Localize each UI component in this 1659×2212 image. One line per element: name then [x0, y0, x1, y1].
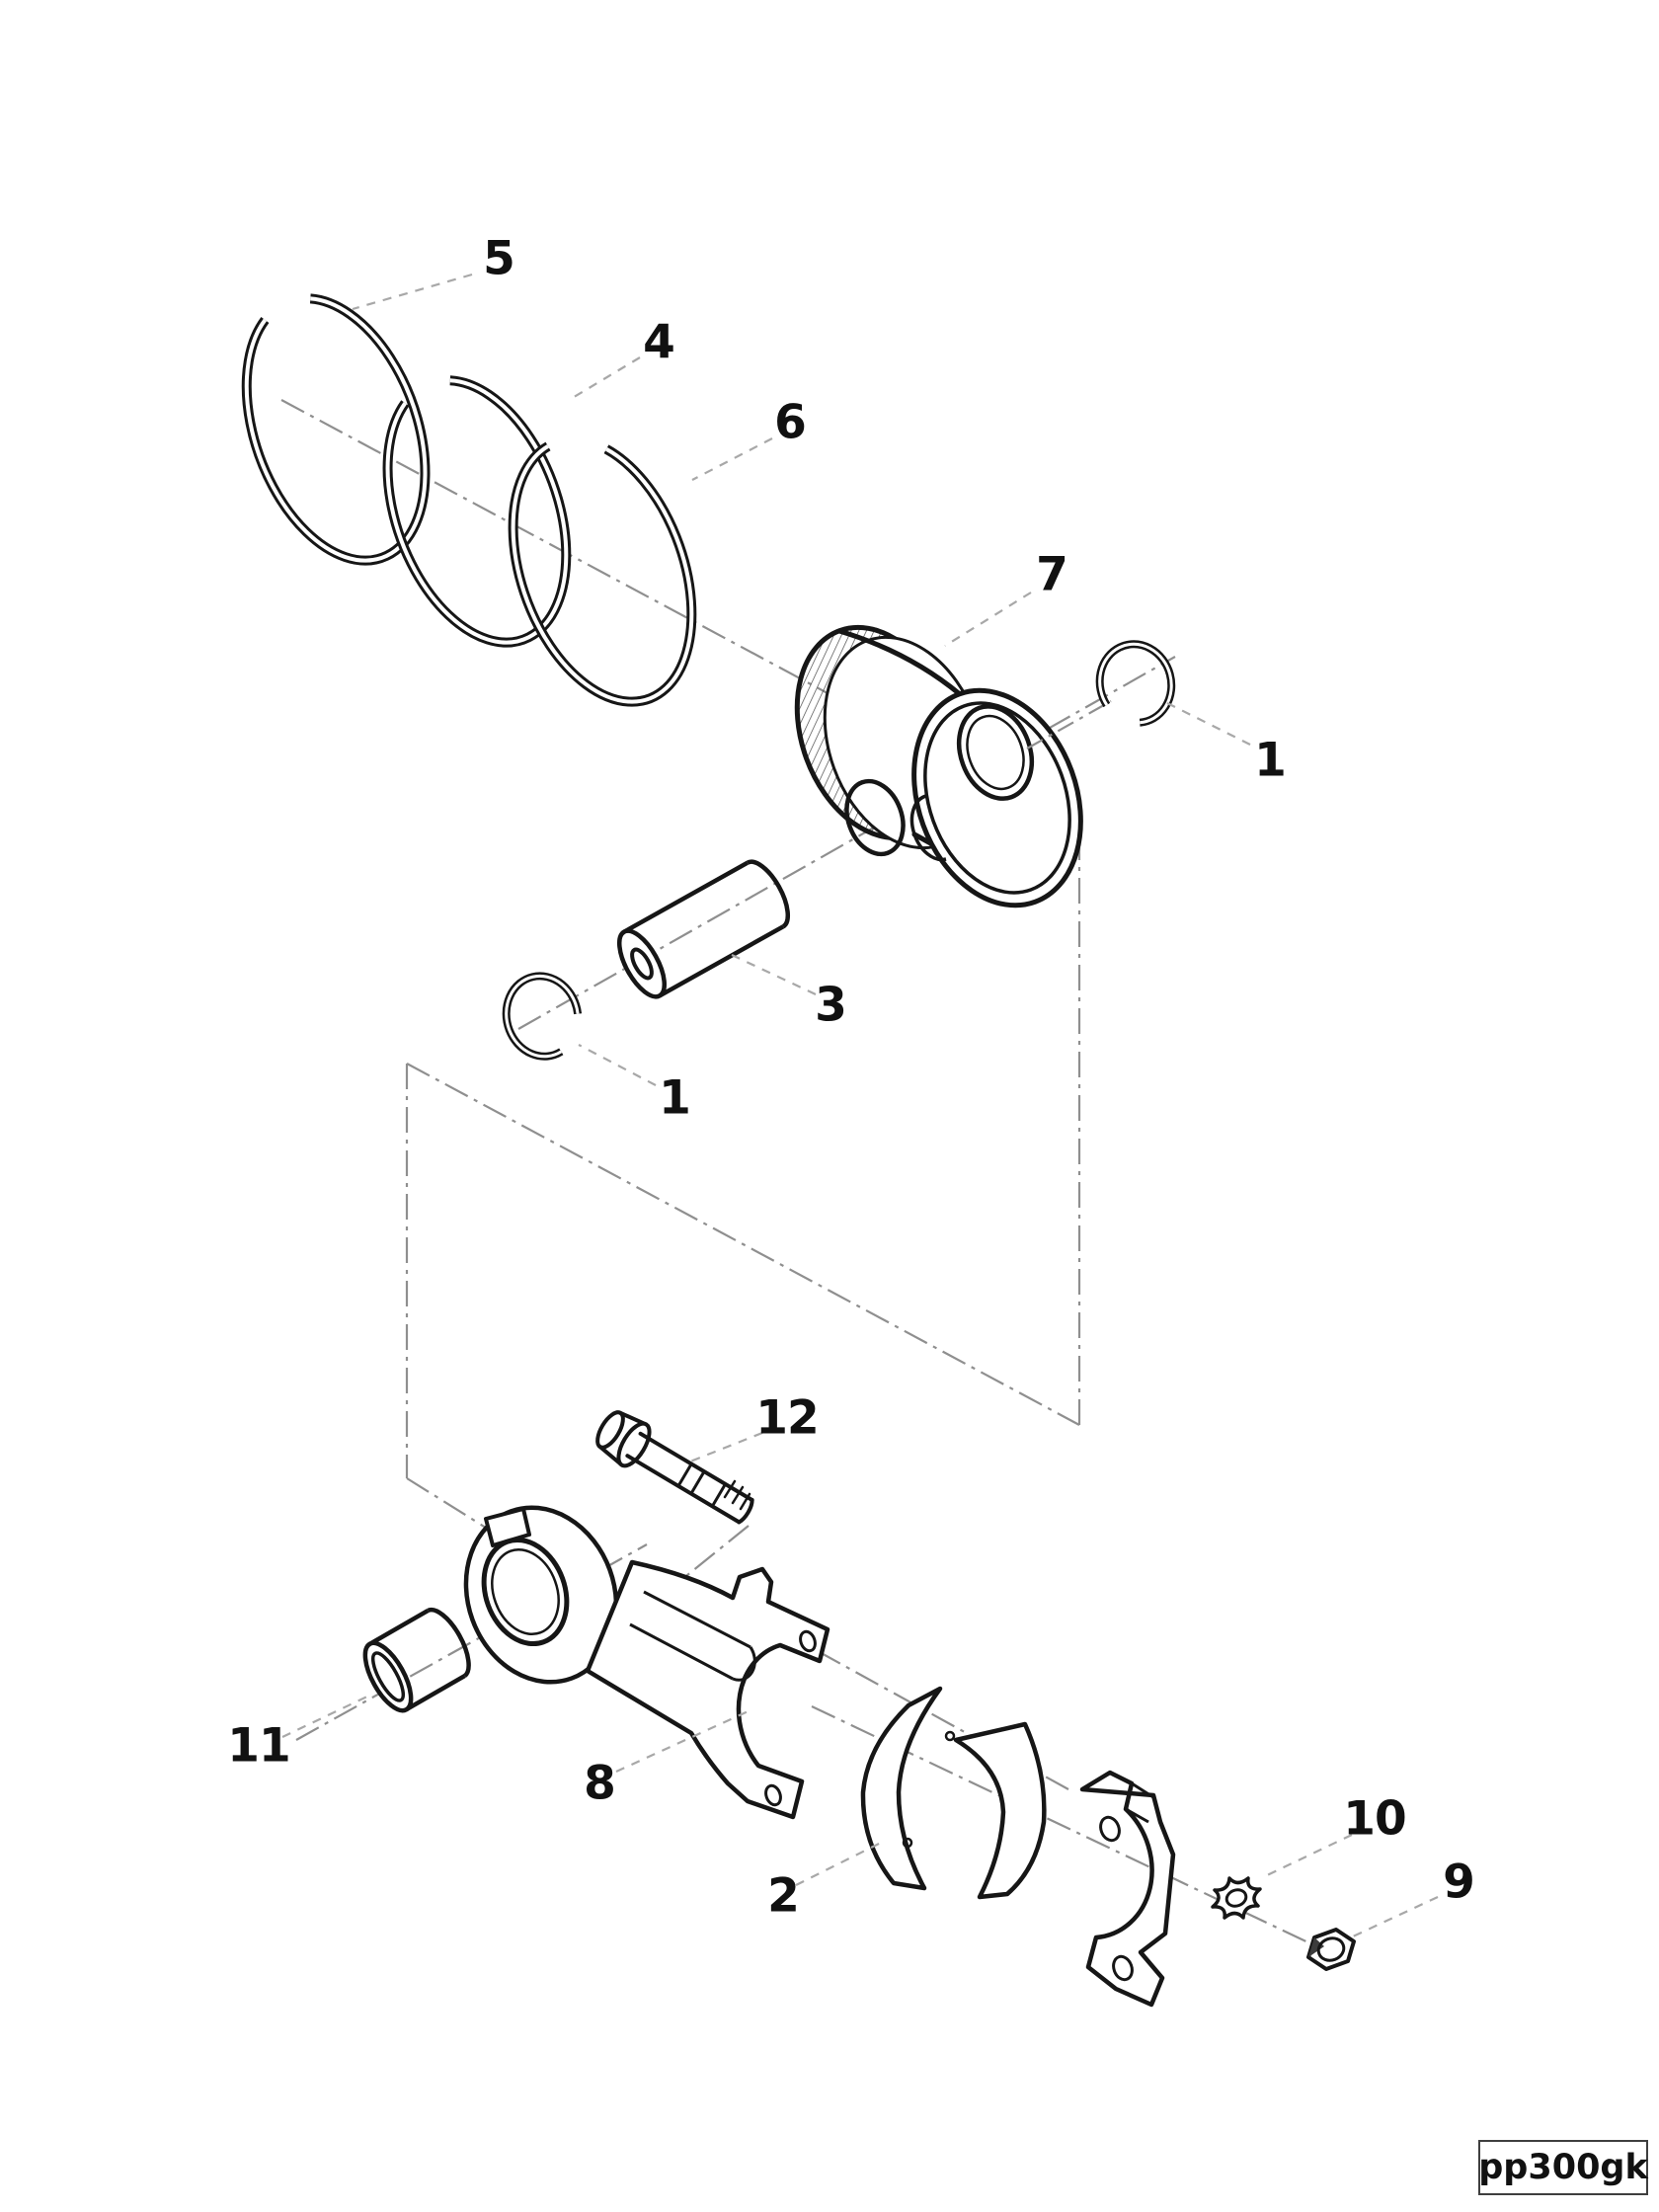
- leader-8: [615, 1707, 753, 1774]
- cap-edge-seams: [1125, 1781, 1166, 1953]
- shell-lug-right: [944, 1730, 956, 1742]
- piston-pin-bore-outer: [956, 704, 1035, 801]
- callout-6: 6: [774, 395, 807, 450]
- snap-ring-1-pin: [502, 972, 583, 1061]
- callout-10: 10: [1343, 1791, 1406, 1847]
- pin-far-end-cap: [746, 859, 791, 929]
- leader-lines: [281, 273, 1439, 1937]
- callout-1-piston: 1: [1254, 733, 1287, 788]
- rod-ibeam-channel-end: [732, 1646, 756, 1682]
- piston-ring-6: [508, 441, 697, 707]
- callout-2: 2: [767, 1868, 800, 1924]
- snap-ring-1-pin-shape: [505, 974, 580, 1059]
- bolt-shank-top: [638, 1431, 754, 1502]
- leader-1-piston: [1166, 702, 1251, 746]
- callout-9: 9: [1443, 1855, 1475, 1910]
- callout-8: 8: [584, 1756, 616, 1811]
- leader-7: [944, 592, 1032, 647]
- alignment-top-diagonal: [406, 1063, 1080, 1426]
- piston-top-silhouette: [836, 628, 963, 697]
- rod-small-end-eye-inner: [491, 1547, 560, 1636]
- pin-axis-inside-piston: [1026, 700, 1112, 750]
- bearing-shell-left: [860, 1686, 943, 1891]
- piston-ring-6-shape: [508, 441, 697, 707]
- piston-ring-4: [382, 375, 572, 648]
- piston-ring-5: [241, 293, 431, 566]
- bushing-body-bottom: [405, 1674, 466, 1712]
- leader-6: [691, 437, 773, 481]
- cap-outline: [1079, 1770, 1176, 2008]
- piston-pin-3: [616, 859, 791, 999]
- rod-ibeam-line-2: [629, 1622, 734, 1681]
- nut-facet-shade: [1308, 1937, 1324, 1957]
- callout-4: 4: [643, 315, 675, 370]
- drawing-code-text: pp300gk: [1478, 2148, 1648, 2187]
- washer-star-outline: [1211, 1876, 1262, 1920]
- pin-body-bottom: [659, 924, 785, 998]
- callout-11: 11: [227, 1718, 290, 1774]
- callout-5: 5: [483, 231, 515, 286]
- rod-lower-bolt-hole: [764, 1783, 782, 1807]
- bolt-thread-marks: [723, 1479, 751, 1511]
- leader-2: [795, 1842, 882, 1886]
- rod-upper-bolt-hole: [799, 1629, 817, 1653]
- pin-axis-centerline: [517, 656, 1176, 1030]
- bearing-shells-2: [860, 1686, 1047, 1900]
- hex-nut-9: [1306, 1928, 1356, 1971]
- rod-ibeam-line-1: [643, 1590, 751, 1649]
- bearing-shell-right: [953, 1721, 1047, 1900]
- leader-9: [1352, 1896, 1439, 1937]
- bushing-11: [362, 1608, 471, 1713]
- bearing-cap: [1079, 1770, 1176, 2008]
- piston-ring-5-shape: [244, 296, 428, 563]
- piston-ring-6-shape: [511, 444, 694, 704]
- leader-1-pin: [578, 1044, 657, 1086]
- rod-bolt-axis-centerline: [671, 1525, 750, 1589]
- bushing-face-inner: [370, 1651, 406, 1702]
- callout-12: 12: [755, 1390, 819, 1446]
- snap-ring-1-piston: [1095, 640, 1176, 727]
- pin-near-face: [616, 928, 668, 999]
- leader-4: [570, 356, 641, 400]
- leader-10: [1266, 1834, 1353, 1876]
- rings-axis-centerline: [280, 399, 829, 694]
- piston-interior-arc: [909, 794, 947, 862]
- bolt-tip: [737, 1498, 754, 1525]
- pin-body-top: [622, 860, 749, 934]
- pin-bore-hole: [630, 947, 654, 981]
- centerlines: [280, 399, 1336, 1956]
- nut-crown: [1316, 1936, 1346, 1962]
- washer-hole: [1224, 1888, 1248, 1908]
- leader-3: [731, 954, 817, 995]
- snap-ring-1-piston-shape: [1098, 642, 1173, 725]
- shell-lug-left: [902, 1837, 913, 1849]
- cap-lower-bolt-hole: [1112, 1954, 1134, 1982]
- bushing-face-outer: [362, 1640, 414, 1713]
- leader-12: [684, 1431, 763, 1465]
- bolt-band-marks: [676, 1462, 728, 1508]
- leader-5: [352, 273, 473, 311]
- rod-small-end-tab: [484, 1507, 531, 1547]
- cap-upper-bolt-hole: [1099, 1815, 1121, 1843]
- piston-7: [794, 624, 1083, 908]
- bushing-far-end: [427, 1608, 471, 1678]
- rod-bolt-12: [595, 1410, 754, 1525]
- small-end-axis-centerline: [295, 1543, 648, 1741]
- bolt-shank-bottom: [625, 1454, 742, 1525]
- callout-7: 7: [1036, 547, 1068, 602]
- connecting-rod-8: [463, 1505, 830, 1820]
- piston-ring-4-shape: [385, 378, 569, 645]
- callout-3: 3: [815, 978, 847, 1033]
- rod-shank-and-fork: [585, 1559, 830, 1820]
- bushing-body-top: [368, 1608, 430, 1646]
- leader-11: [281, 1694, 372, 1738]
- piston-skirt-mouth-inner: [923, 701, 1071, 895]
- lock-washer-10: [1211, 1876, 1262, 1920]
- piston-pin-bore-inner: [966, 714, 1025, 791]
- drawing-code-box: pp300gk: [1478, 2140, 1648, 2195]
- piston-boss-opening: [844, 778, 906, 857]
- callout-1-pin: 1: [659, 1070, 691, 1126]
